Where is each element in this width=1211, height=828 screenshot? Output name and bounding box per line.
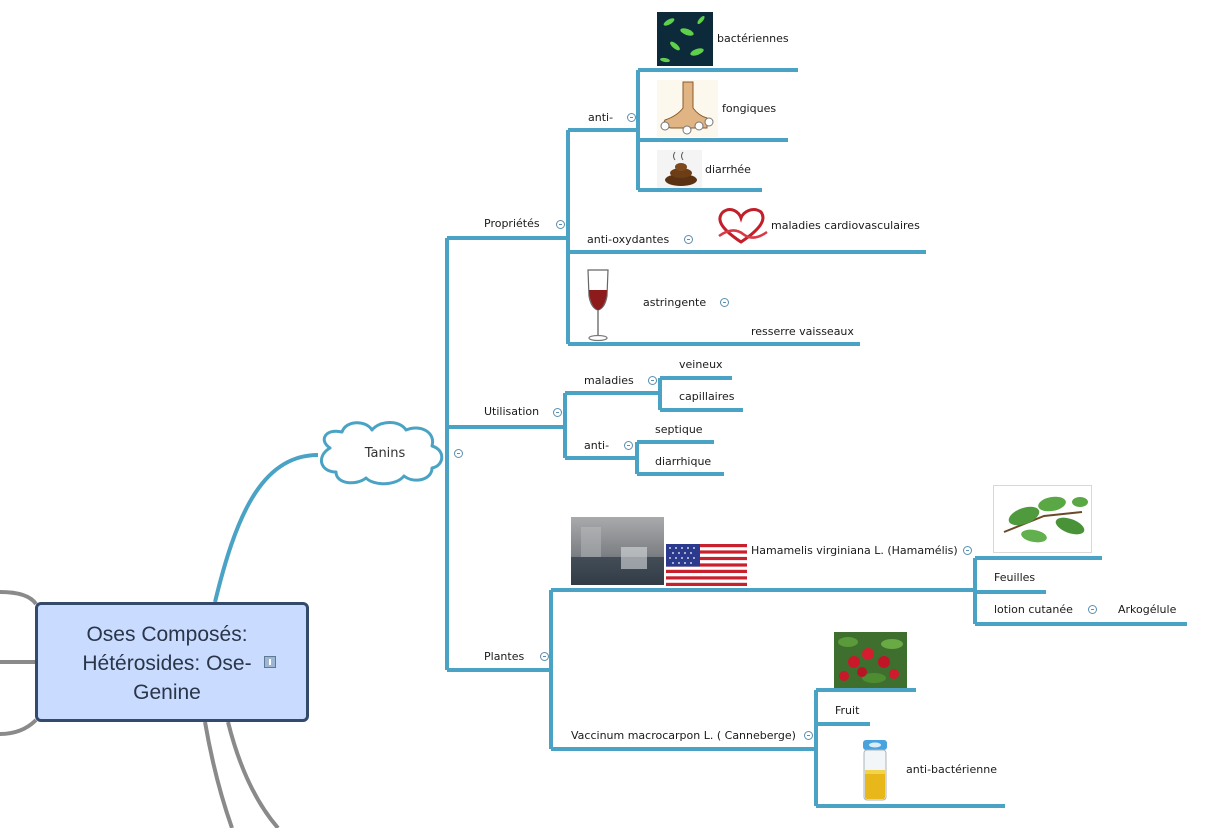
heart-ribbon-image (713, 206, 769, 248)
topic-proprietes[interactable]: Propriétés (484, 217, 540, 230)
hamamelis-leaves-image (993, 485, 1092, 553)
topic-septique[interactable]: septique (655, 423, 703, 436)
topic-utilisation[interactable]: Utilisation (484, 405, 540, 418)
root-line-2: Hétérosides: Ose- (82, 652, 252, 675)
topic-resserre-vaisseaux[interactable]: resserre vaisseaux (751, 325, 854, 338)
diarrhea-image (657, 150, 702, 188)
wine-glass-image (585, 268, 611, 342)
topic-anti-bacterienne[interactable]: anti-bactérienne (906, 763, 997, 776)
collapse-maladies-icon[interactable] (648, 376, 657, 385)
root-line-3: Genine (133, 681, 201, 704)
topic-diarrhique[interactable]: diarrhique (655, 455, 712, 468)
topic-maladies[interactable]: maladies (584, 374, 634, 387)
collapse-anti-oxydantes-icon[interactable] (684, 235, 693, 244)
topic-vaccinium[interactable]: Vaccinum macrocarpon L. ( Canneberge) (571, 729, 796, 742)
collapse-plantes-icon[interactable] (540, 652, 549, 661)
root-topic[interactable] (35, 602, 309, 722)
bath-image (571, 517, 664, 585)
collapse-vaccinium-icon[interactable] (804, 731, 813, 740)
collapse-hamamelis-icon[interactable] (963, 546, 972, 555)
topic-feuilles[interactable]: Feuilles (994, 571, 1036, 584)
bacteria-image (657, 12, 713, 66)
root-topic-label: Oses Composés: Hétérosides: Ose- Genine (47, 620, 287, 707)
topic-fongiques[interactable]: fongiques (722, 102, 777, 115)
topic-astringente[interactable]: astringente (643, 296, 707, 309)
topic-maladies-cardiovasculaires[interactable]: maladies cardiovasculaires (771, 219, 920, 232)
collapse-utilisation-icon[interactable] (553, 408, 562, 417)
topic-arkogelule[interactable]: Arkogélule (1118, 603, 1177, 616)
collapse-tanins-icon[interactable] (454, 449, 463, 458)
topic-hamamelis[interactable]: Hamamelis virginiana L. (Hamamélis) (751, 544, 958, 557)
collapse-astringente-icon[interactable] (720, 298, 729, 307)
collapse-proprietes-icon[interactable] (556, 220, 565, 229)
topic-anti-utilisation[interactable]: anti- (584, 439, 610, 452)
topic-bacteriennes[interactable]: bactériennes (717, 32, 789, 45)
collapse-lotion-icon[interactable] (1088, 605, 1097, 614)
topic-veineux[interactable]: veineux (679, 358, 723, 371)
topic-fruit[interactable]: Fruit (835, 704, 860, 717)
foot-fungus-image (657, 80, 718, 137)
central-topic-tanins[interactable]: Tanins (364, 446, 406, 461)
collapse-anti-icon[interactable] (627, 113, 636, 122)
urine-sample-image (859, 738, 891, 802)
topic-diarrhee[interactable]: diarrhée (705, 163, 751, 176)
note-icon[interactable] (264, 656, 276, 668)
usa-flag-image (666, 544, 747, 586)
cranberry-image (834, 632, 907, 688)
root-line-1: Oses Composés: (86, 623, 248, 646)
collapse-anti-utilisation-icon[interactable] (624, 441, 633, 450)
topic-plantes[interactable]: Plantes (484, 650, 525, 663)
topic-anti-oxydantes[interactable]: anti-oxydantes (587, 233, 670, 246)
topic-lotion-cutanee[interactable]: lotion cutanée (994, 603, 1073, 616)
topic-capillaires[interactable]: capillaires (679, 390, 735, 403)
topic-anti-proprietes[interactable]: anti- (588, 111, 614, 124)
